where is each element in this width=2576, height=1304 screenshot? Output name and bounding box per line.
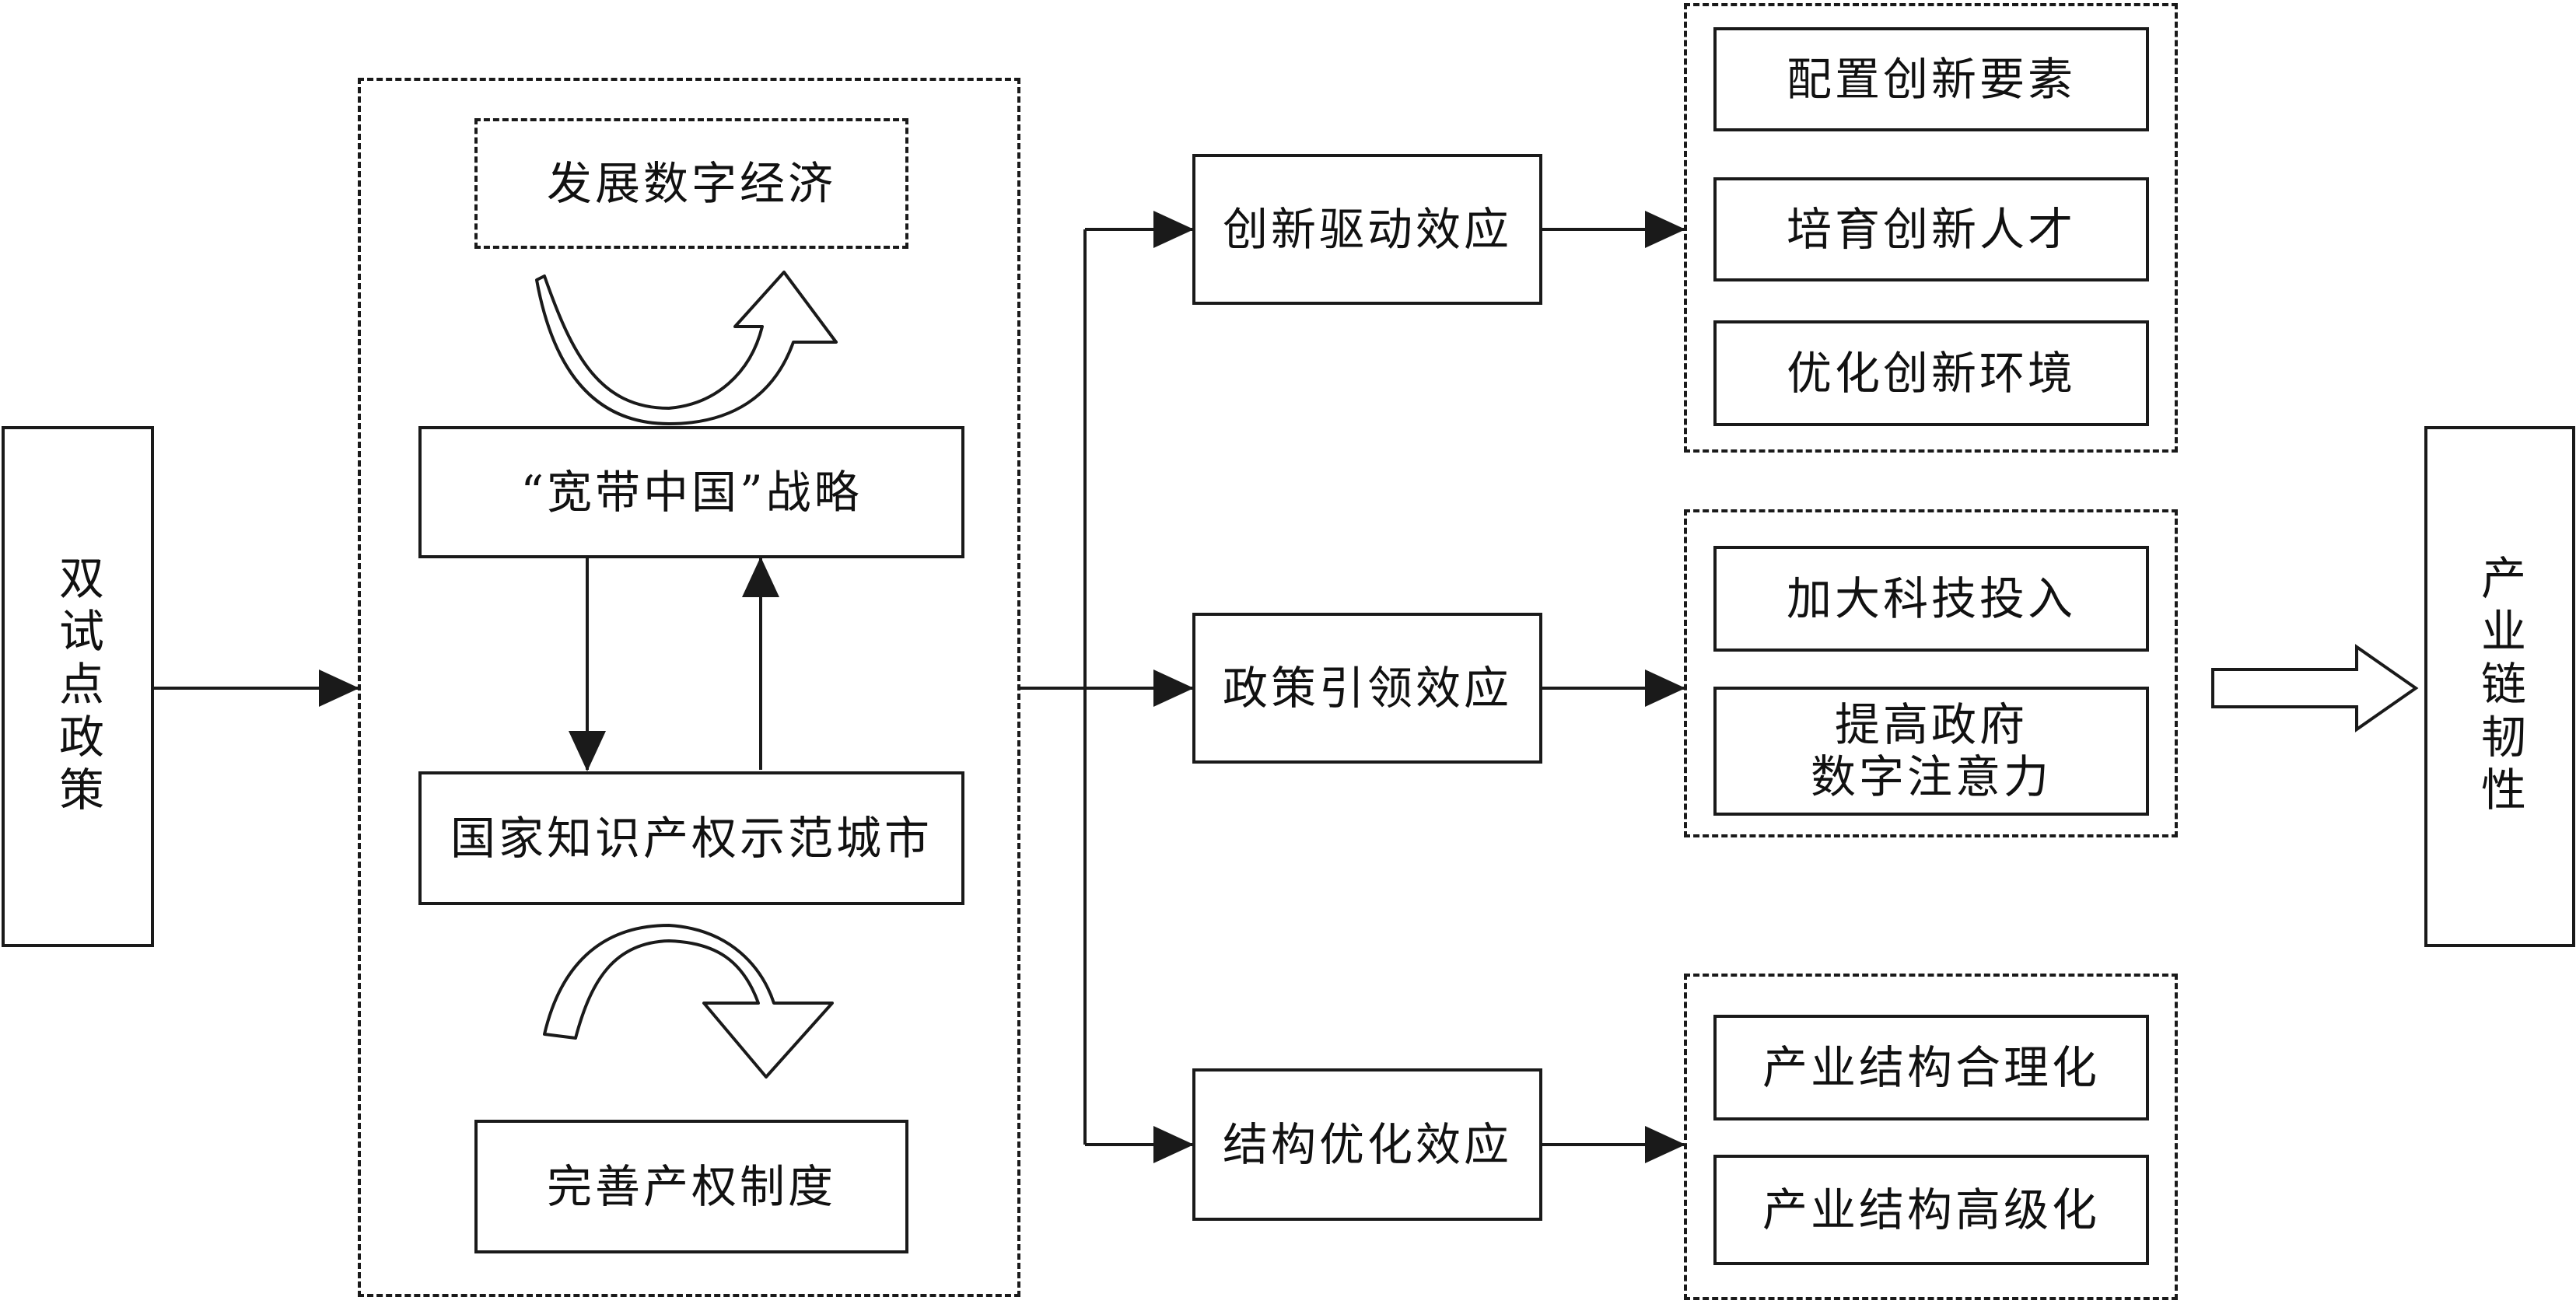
structure-path-2-label: 产业结构高级化 — [1762, 1183, 2100, 1236]
policy-node-label: 双试点政策 — [51, 554, 104, 819]
curved-arrow-down — [543, 924, 834, 1079]
innovation-path-2-label: 培育创新人才 — [1786, 202, 2076, 256]
hollow-arrow-to-resilience — [2211, 644, 2419, 732]
structure-paths-group — [1684, 974, 2178, 1300]
ip-city-box: 国家知识产权示范城市 — [418, 771, 964, 905]
property-rights-label: 完善产权制度 — [546, 1159, 836, 1213]
policy-group — [358, 78, 1020, 1297]
broadband-strategy-box: “宽带中国”战略 — [418, 426, 964, 558]
structure-path-1-label: 产业结构合理化 — [1762, 1040, 2100, 1094]
ip-city-label: 国家知识产权示范城市 — [450, 811, 933, 865]
innovation-effect-label: 创新驱动效应 — [1222, 202, 1512, 256]
policy-path-1-label: 加大科技投入 — [1786, 572, 2076, 625]
innovation-path-1: 配置创新要素 — [1713, 27, 2149, 131]
innovation-effect-box: 创新驱动效应 — [1192, 154, 1542, 305]
policy-effect-label: 政策引领效应 — [1222, 661, 1512, 715]
innovation-path-3-label: 优化创新环境 — [1786, 346, 2076, 400]
property-rights-box: 完善产权制度 — [474, 1120, 908, 1253]
curved-arrow-up — [535, 271, 838, 425]
policy-path-2: 提高政府 数字注意力 — [1713, 687, 2149, 816]
innovation-path-1-label: 配置创新要素 — [1786, 52, 2076, 106]
policy-path-2-text: 提高政府 数字注意力 — [1811, 699, 2052, 802]
resilience-node-label: 产业链韧性 — [2473, 554, 2526, 819]
policy-paths-group — [1684, 509, 2178, 837]
structure-path-2: 产业结构高级化 — [1713, 1155, 2149, 1265]
structure-path-1: 产业结构合理化 — [1713, 1015, 2149, 1120]
innovation-path-3: 优化创新环境 — [1713, 320, 2149, 426]
innovation-path-2: 培育创新人才 — [1713, 177, 2149, 281]
structure-effect-label: 结构优化效应 — [1222, 1117, 1512, 1171]
digital-economy-box: 发展数字经济 — [474, 118, 908, 249]
policy-path-2-line-a: 提高政府 — [1834, 698, 2028, 752]
policy-path-1: 加大科技投入 — [1713, 546, 2149, 652]
innovation-paths-group — [1684, 3, 2178, 453]
policy-effect-box: 政策引领效应 — [1192, 613, 1542, 764]
structure-effect-box: 结构优化效应 — [1192, 1068, 1542, 1221]
policy-path-2-line-b: 数字注意力 — [1810, 750, 2052, 803]
resilience-node: 产业链韧性 — [2424, 426, 2575, 947]
digital-economy-label: 发展数字经济 — [546, 156, 836, 210]
policy-node: 双试点政策 — [2, 426, 154, 947]
broadband-strategy-label: “宽带中国”战略 — [520, 465, 863, 519]
